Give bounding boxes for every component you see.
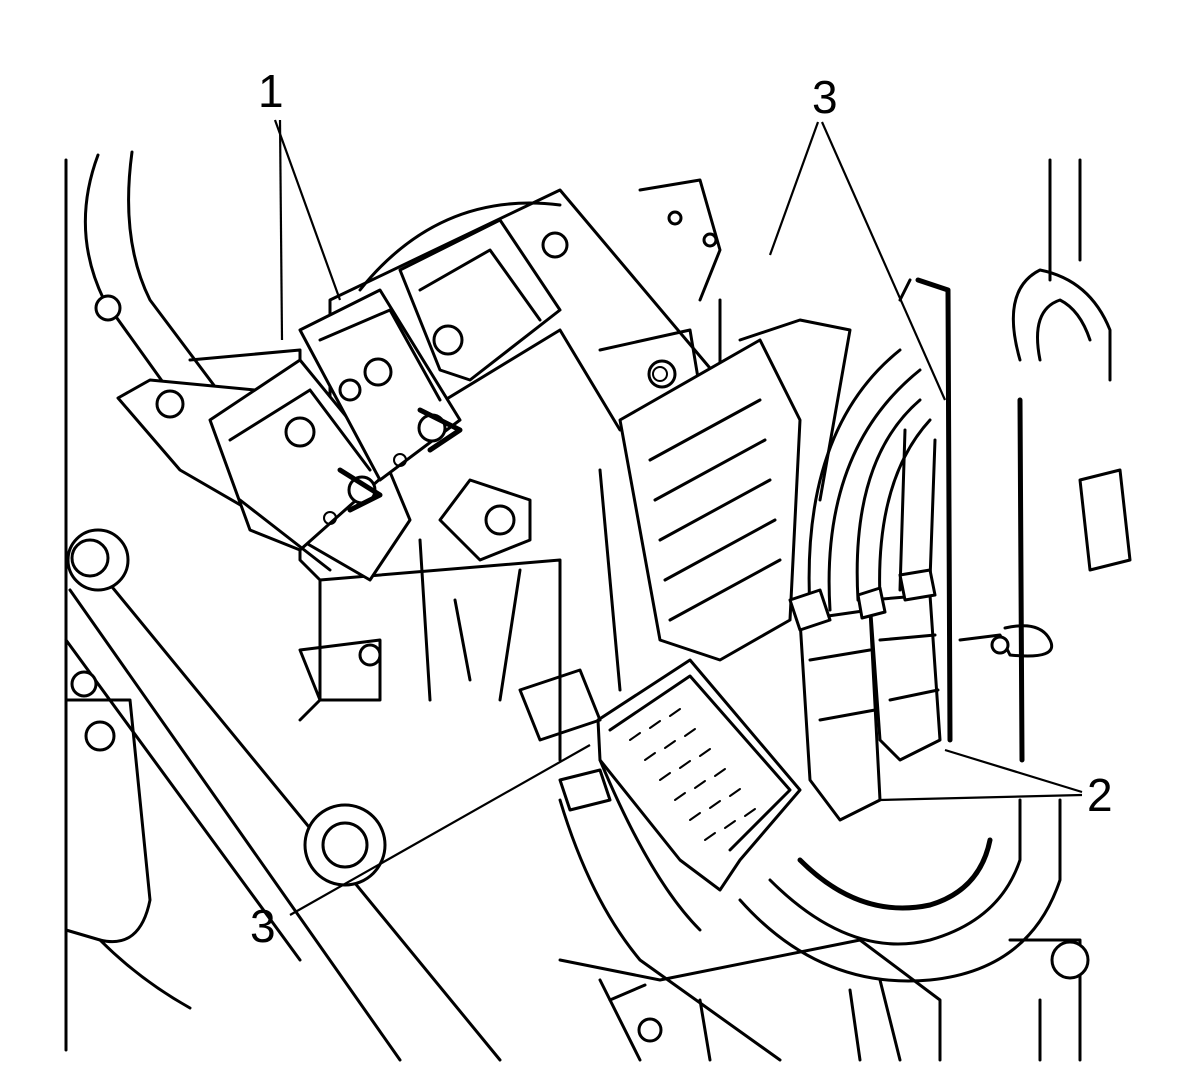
callout-3-bottom: 3 — [250, 900, 276, 952]
lower-bracket — [558, 938, 942, 1062]
large-connector — [518, 658, 802, 892]
left-frame — [64, 150, 502, 1062]
connector-cavities — [629, 708, 756, 841]
callout-2: 2 — [1087, 769, 1113, 821]
leader-lines — [273, 119, 1083, 916]
right-components — [958, 158, 1132, 1062]
callout-3-top: 3 — [812, 71, 838, 123]
fuse-relay-block — [116, 188, 722, 582]
callout-1: 1 — [258, 65, 284, 117]
lower-harness-loop — [558, 758, 1062, 1062]
ribbed-module — [618, 318, 852, 662]
harness-conduits — [788, 277, 953, 822]
